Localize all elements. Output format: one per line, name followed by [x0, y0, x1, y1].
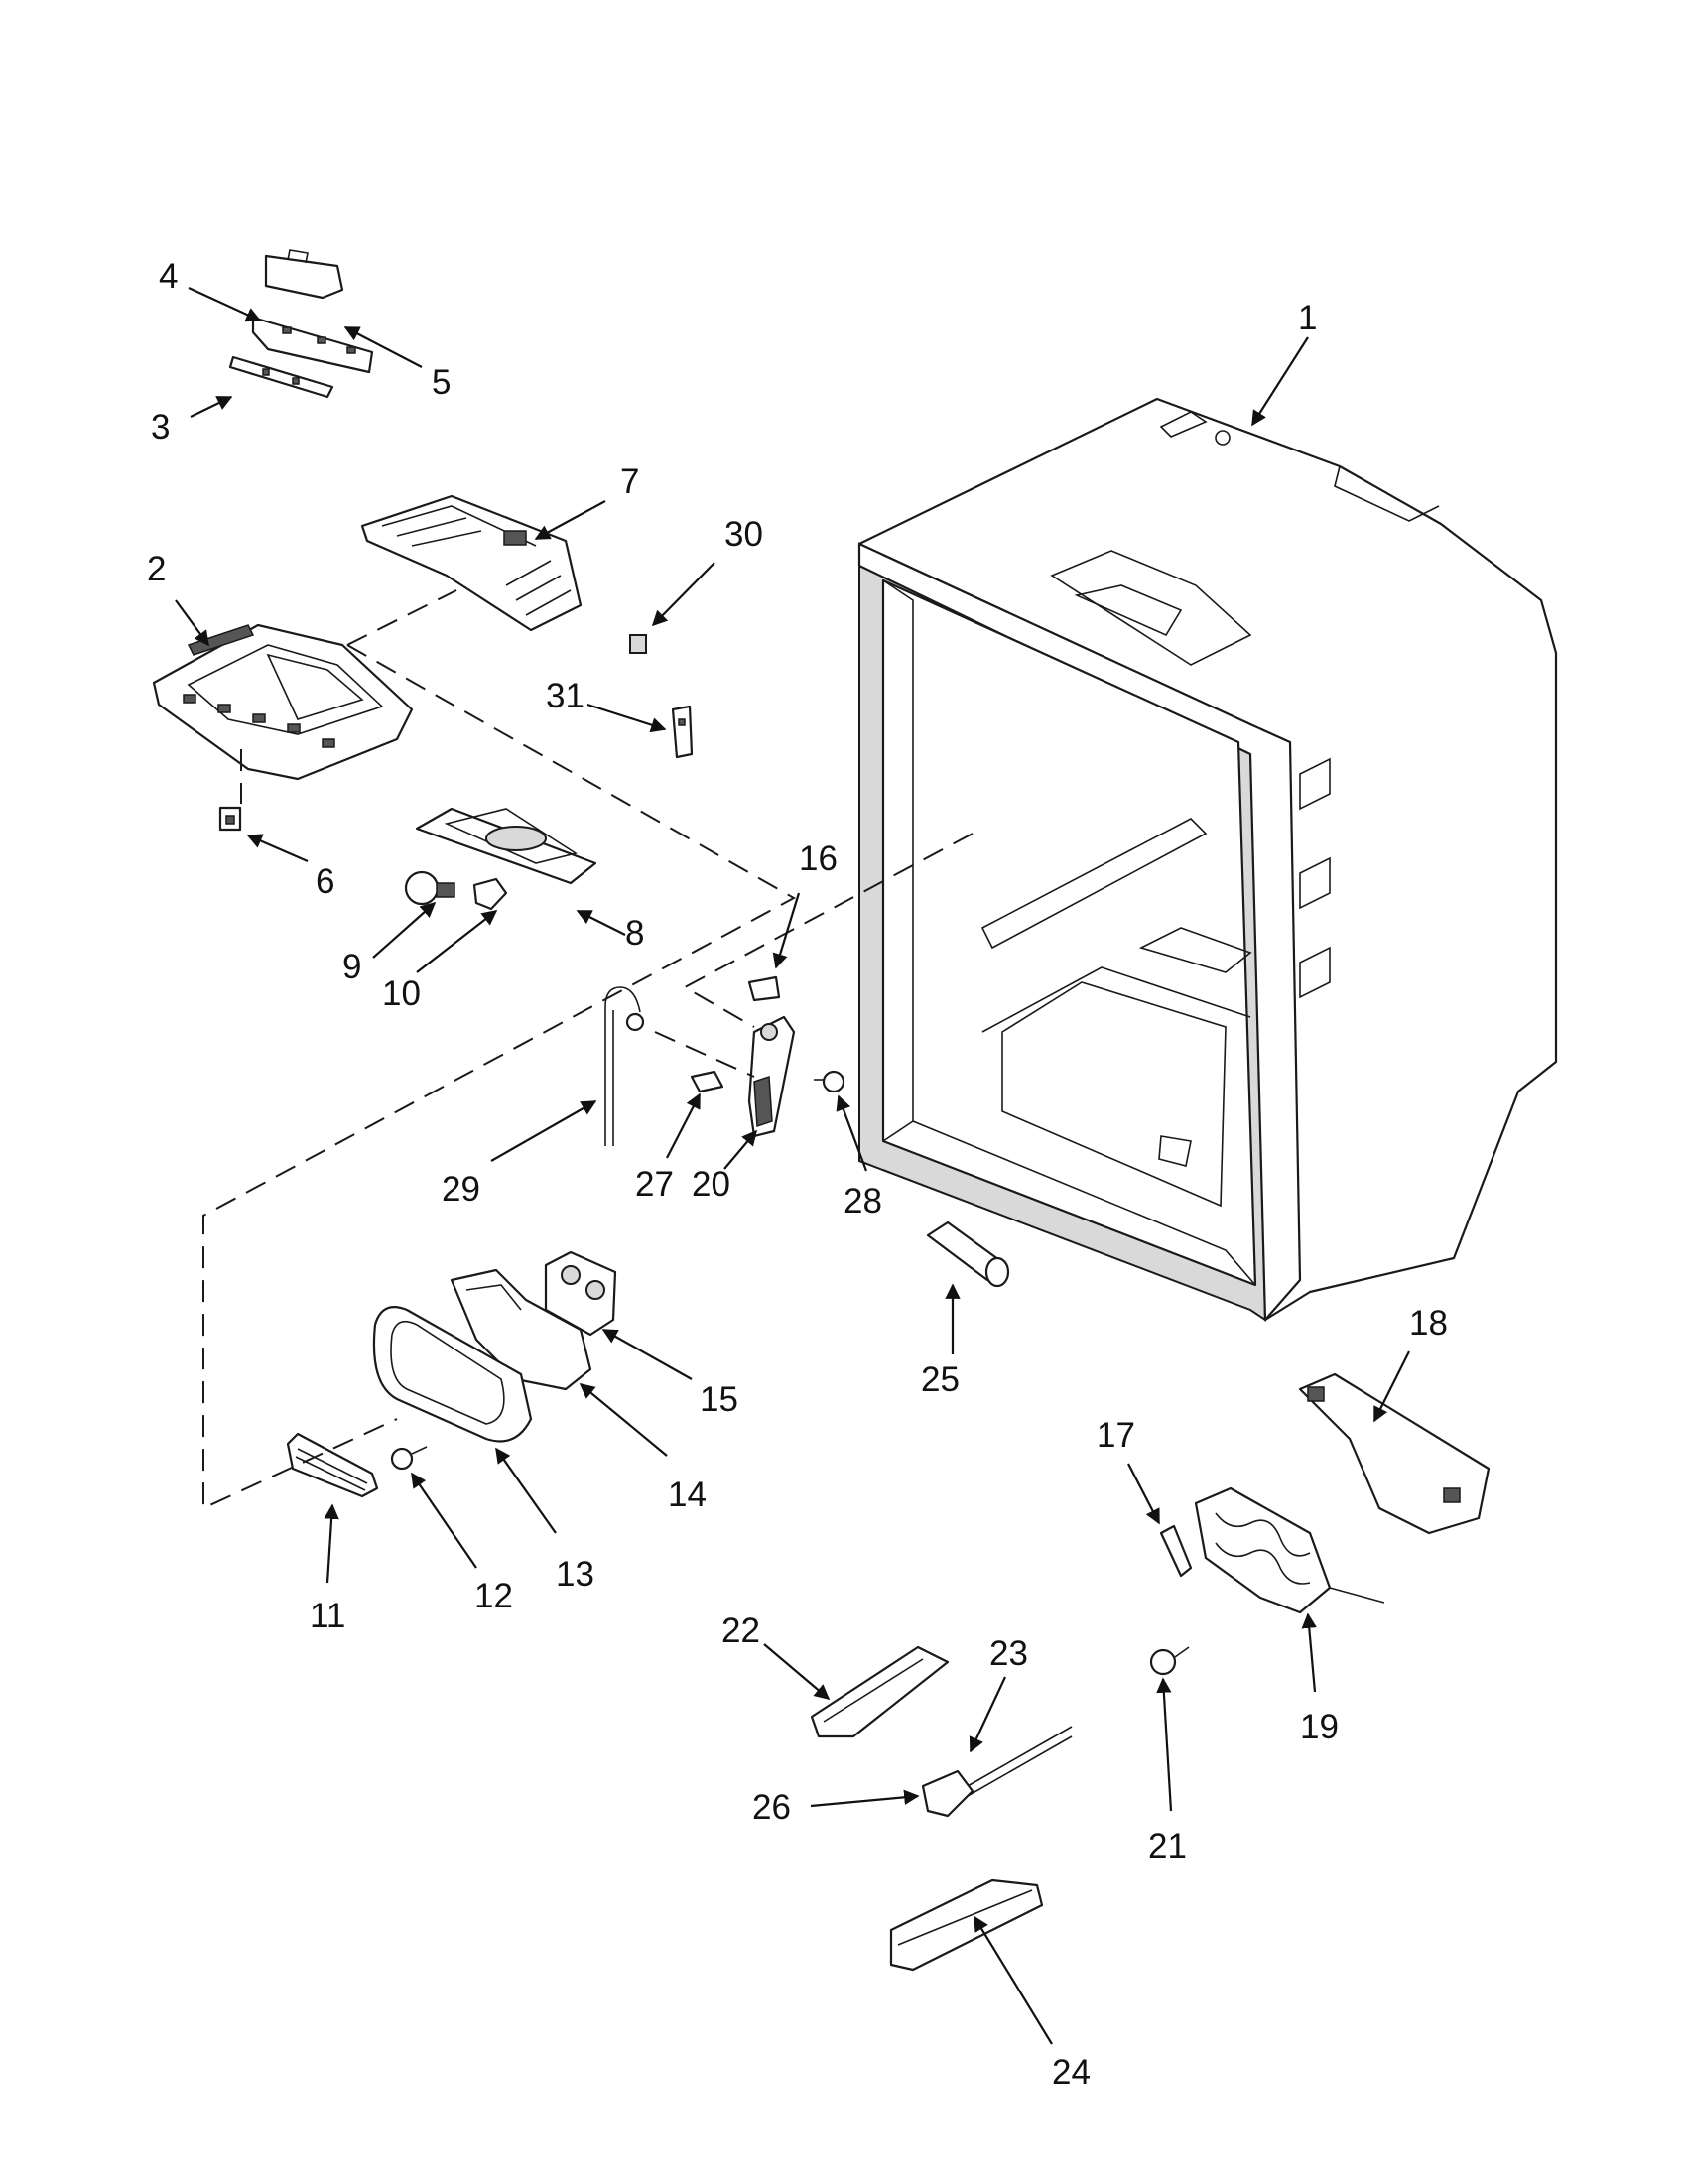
part-10-socket [472, 877, 508, 911]
callout-25: 25 [921, 1360, 960, 1399]
callout-8: 8 [625, 914, 644, 953]
part-3-control-panel [228, 355, 334, 399]
callout-6: 6 [316, 862, 334, 901]
part-4-control-board [251, 316, 374, 374]
part-25-filter [926, 1220, 1010, 1288]
part-16-cap [747, 975, 781, 1002]
callout-22: 22 [721, 1611, 760, 1650]
part-13-trim [372, 1306, 533, 1443]
part-26-thermistor [921, 1769, 974, 1818]
callout-30: 30 [724, 515, 763, 554]
callout-3: 3 [151, 408, 170, 447]
callout-16: 16 [799, 839, 838, 878]
callout-27: 27 [635, 1165, 674, 1204]
callout-23: 23 [989, 1634, 1028, 1673]
part-2-control-housing [152, 623, 414, 781]
callout-28: 28 [844, 1182, 882, 1220]
callout-19: 19 [1300, 1708, 1339, 1746]
part-21-screw [1149, 1646, 1190, 1676]
callout-14: 14 [668, 1476, 707, 1514]
part-1-liner [857, 397, 1558, 1322]
part-9-light-bulb [404, 870, 455, 906]
part-20-dispenser-arm [747, 1015, 796, 1138]
callout-21: 21 [1148, 1827, 1187, 1865]
part-17-thermostat [1159, 1524, 1193, 1578]
part-11-drip-tray [286, 1432, 379, 1498]
callout-1: 1 [1298, 299, 1317, 337]
callout-17: 17 [1097, 1416, 1135, 1455]
part-22-crisper-slide [810, 1645, 950, 1738]
callout-11: 11 [310, 1597, 345, 1635]
part-5-board-cover [264, 249, 344, 300]
part-6-switch [218, 806, 242, 832]
callout-20: 20 [692, 1165, 730, 1204]
part-28-screw [814, 1070, 845, 1093]
callouts: 1 2 3 4 5 6 7 8 9 10 11 12 13 14 15 16 1… [147, 257, 1448, 2092]
callout-15: 15 [700, 1380, 738, 1419]
callout-18: 18 [1409, 1304, 1448, 1343]
callout-9: 9 [342, 948, 361, 986]
leader-lines [175, 287, 1410, 2045]
callout-24: 24 [1052, 2053, 1091, 2092]
part-19-heater [1194, 1486, 1385, 1614]
part-7-diffuser [360, 494, 583, 632]
callout-13: 13 [556, 1555, 594, 1594]
callout-4: 4 [159, 257, 178, 296]
part-14-dispenser-housing [450, 1268, 592, 1391]
part-18-bracket [1298, 1372, 1491, 1535]
part-23-sensor [967, 1726, 1073, 1797]
part-30-clip [629, 634, 647, 654]
part-29-water-tube [604, 986, 645, 1146]
part-15-water-valve [544, 1250, 617, 1337]
callout-31: 31 [546, 677, 584, 715]
part-12-screw [390, 1446, 428, 1471]
callout-5: 5 [432, 363, 451, 402]
part-31-bracket [671, 705, 694, 759]
callout-12: 12 [474, 1577, 513, 1615]
callout-7: 7 [620, 462, 639, 501]
assembly-lines [202, 589, 974, 1510]
callout-29: 29 [442, 1170, 480, 1209]
callout-26: 26 [752, 1788, 791, 1827]
part-27-clip [690, 1070, 724, 1093]
part-24-rail [889, 1878, 1044, 1972]
callout-10: 10 [382, 974, 421, 1013]
callout-2: 2 [147, 550, 166, 588]
part-8-light-housing [415, 807, 597, 885]
